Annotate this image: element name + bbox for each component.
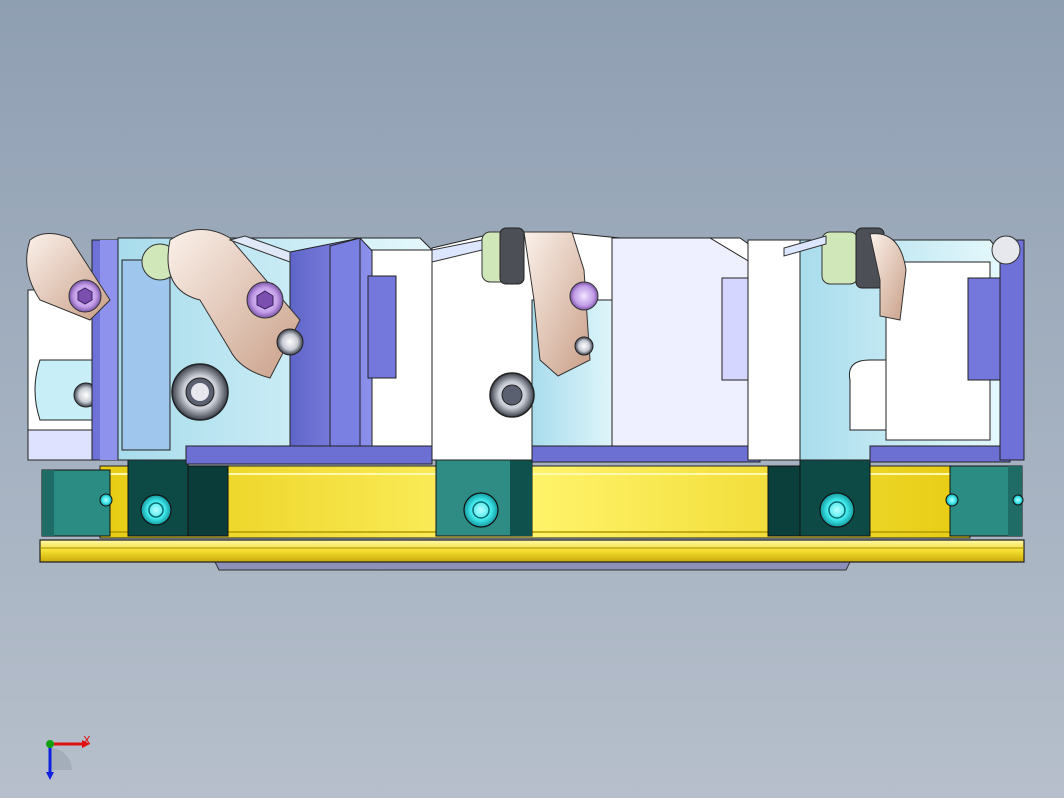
teal-block[interactable]: [41, 469, 113, 537]
connecting-rails: [228, 235, 827, 263]
clamp-station-left[interactable]: [26, 233, 129, 461]
triad-axes-icon: [46, 740, 90, 780]
teal-block[interactable]: [767, 459, 871, 537]
x-axis-label: X: [83, 734, 91, 747]
clamp-station-1[interactable]: [117, 229, 435, 465]
clamp-station-2[interactable]: [431, 227, 801, 463]
teal-block[interactable]: [435, 459, 533, 537]
clamp-station-3[interactable]: [799, 227, 1025, 463]
coordinate-triad: X: [38, 728, 108, 788]
base-plate[interactable]: [39, 539, 1025, 571]
teal-block[interactable]: [945, 465, 1024, 537]
teal-block[interactable]: [127, 459, 229, 537]
